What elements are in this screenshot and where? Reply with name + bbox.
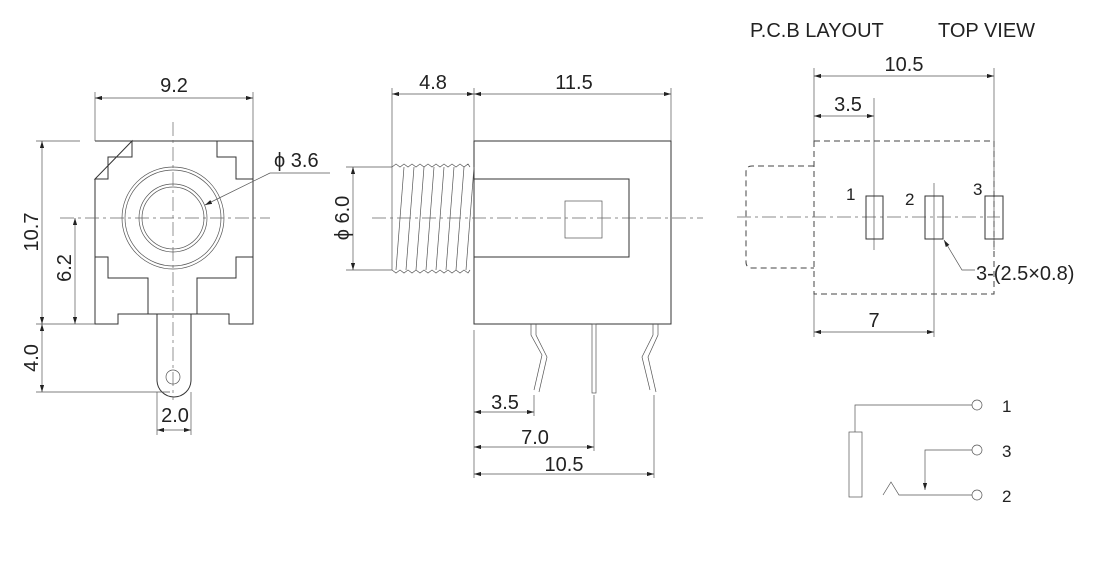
terminal-1 <box>971 399 983 411</box>
dim-pin3-offset: 10.5 <box>545 454 584 476</box>
pad-2 <box>924 195 944 240</box>
side-body <box>473 140 672 325</box>
dim-body-length: 11.5 <box>555 72 592 94</box>
dim-thread-length: 4.8 <box>419 72 447 94</box>
thread <box>391 163 475 274</box>
top-view-title: TOP VIEW <box>938 20 1035 42</box>
footprint-nose <box>745 165 814 269</box>
dim-bore-diameter: ϕ 3.6 <box>274 150 319 172</box>
footprint-outline <box>813 140 995 295</box>
dim-pad2-offset: 7 <box>868 310 879 332</box>
pad-label-3: 3 <box>973 180 982 199</box>
terminal-label-3: 3 <box>1002 442 1011 461</box>
pad-label-1: 1 <box>846 185 855 204</box>
dim-pin2-offset: 7.0 <box>521 427 549 449</box>
dim-pin-width: 2.0 <box>161 405 189 427</box>
pin-1 <box>530 324 548 393</box>
dim-thread-diameter: ϕ 6.0 <box>332 196 354 241</box>
pin-3 <box>641 324 659 393</box>
side-window <box>564 200 603 239</box>
schematic: 1 3 2 <box>848 397 1011 506</box>
pcb-layout-title: P.C.B LAYOUT <box>750 20 884 42</box>
pcb-layout: 1 2 3 10.5 3.5 7 3-(2.5×0.8) <box>737 54 1074 337</box>
dim-pin-length: 4.0 <box>21 344 43 372</box>
terminal-2 <box>971 489 983 501</box>
terminal-label-2: 2 <box>1002 487 1011 506</box>
dim-pin1-offset: 3.5 <box>491 392 519 414</box>
front-view: 9.2 10.7 4.0 6.2 2.0 ϕ 3.6 <box>21 75 330 435</box>
dim-height: 10.7 <box>21 213 43 252</box>
pad-3 <box>984 195 1004 240</box>
terminal-label-1: 1 <box>1002 397 1011 416</box>
terminal-3 <box>971 444 983 456</box>
dim-center-height: 6.2 <box>54 254 76 282</box>
pad-spec: 3-(2.5×0.8) <box>976 263 1074 285</box>
sleeve-symbol <box>848 431 863 498</box>
pad-1 <box>865 195 884 240</box>
dim-overall: 10.5 <box>885 54 924 76</box>
dim-pad1-offset: 3.5 <box>834 94 862 116</box>
front-pin <box>156 314 192 398</box>
pad-label-2: 2 <box>905 190 914 209</box>
front-body <box>93 139 254 325</box>
pin-2 <box>591 323 597 394</box>
side-view: 4.8 11.5 ϕ 6.0 3.5 7.0 10.5 <box>332 72 703 478</box>
dim-width: 9.2 <box>160 75 188 97</box>
